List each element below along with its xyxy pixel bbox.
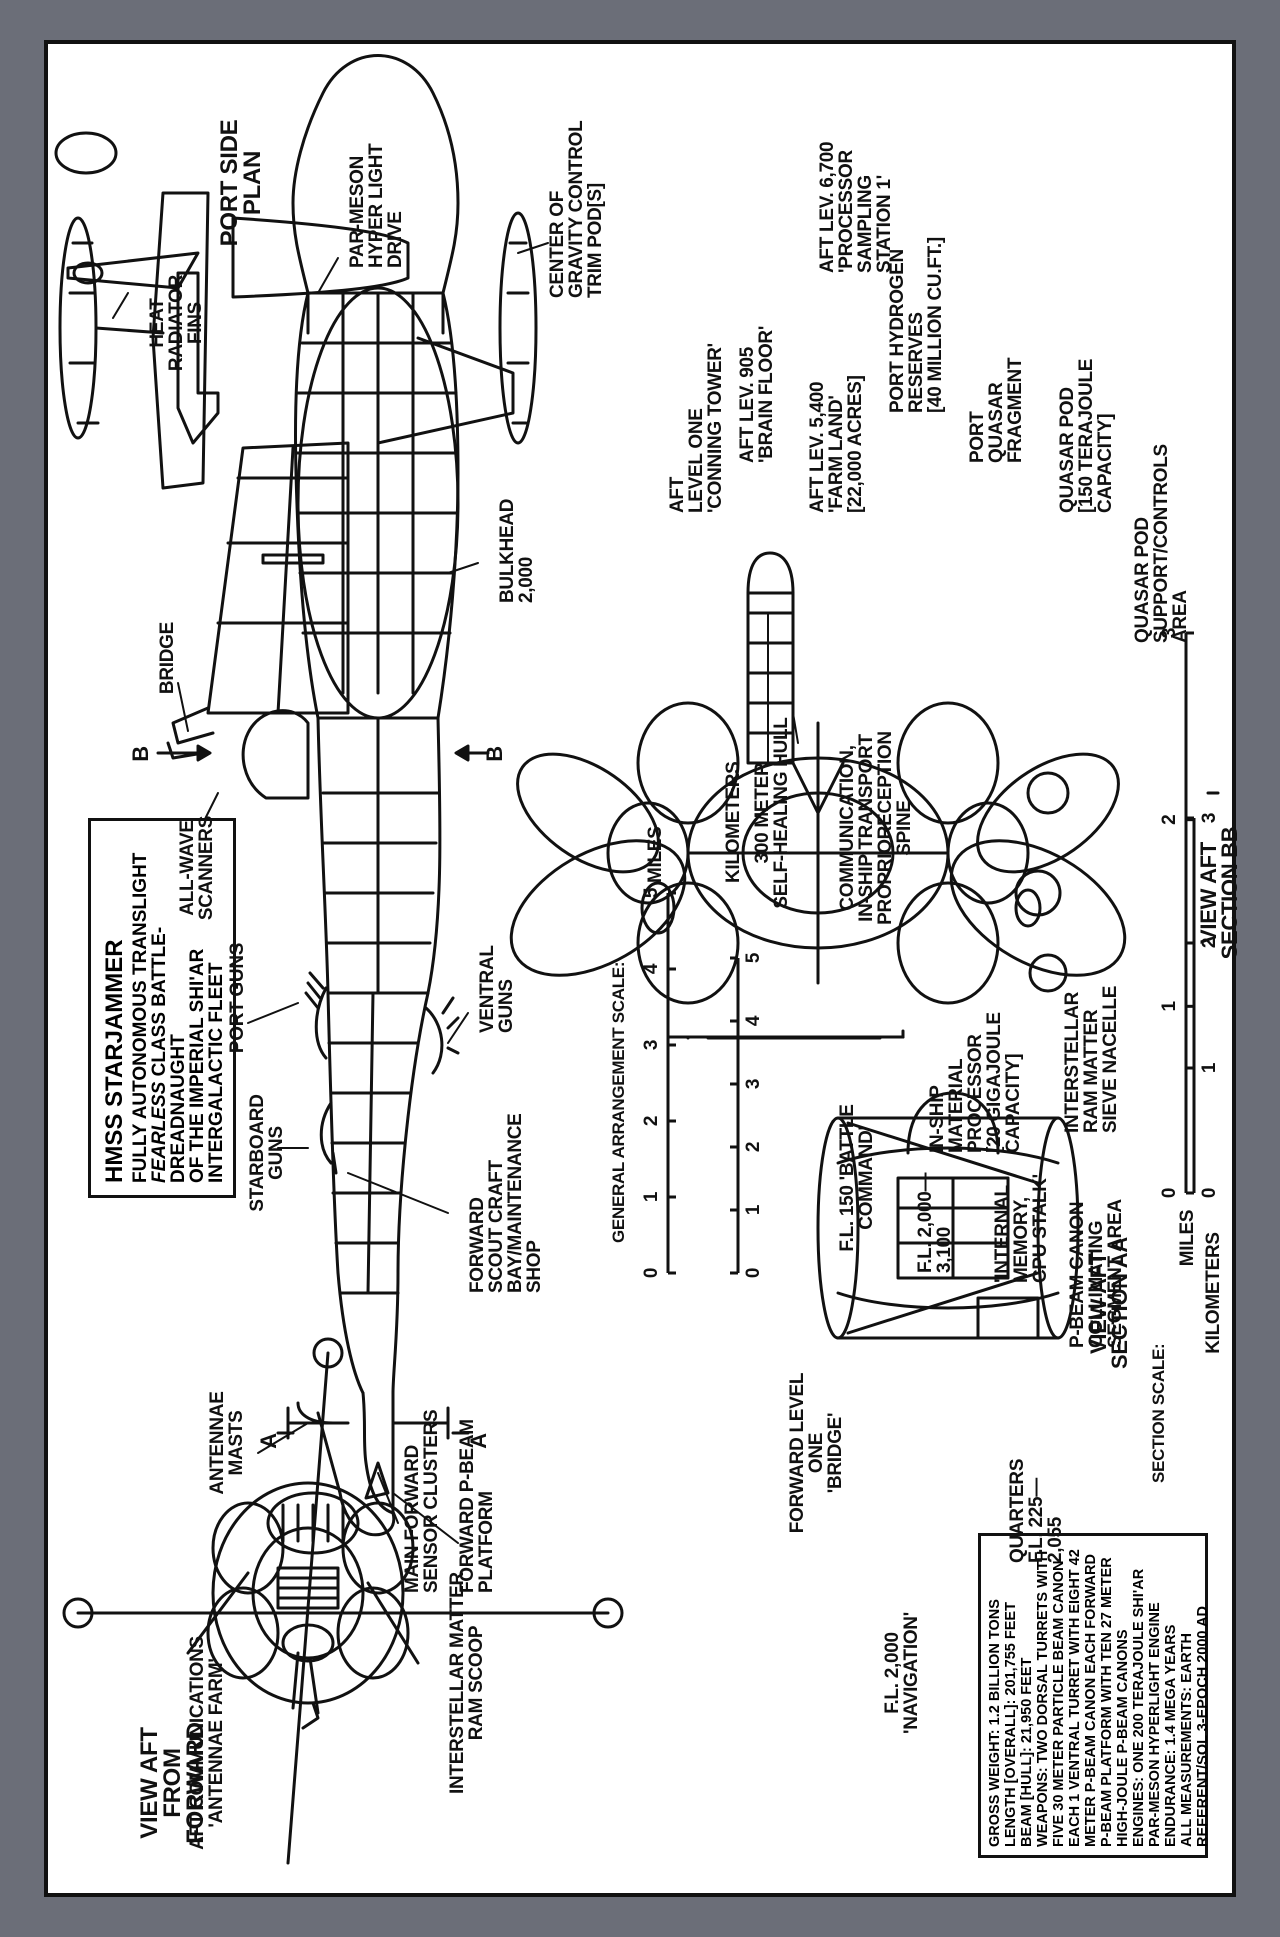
view-aft-from-forward-drawing xyxy=(62,1337,624,1865)
scale-tick-label: 5 xyxy=(743,952,764,964)
port-side-plan-drawing xyxy=(54,54,538,1537)
scale-tick-label: 2 xyxy=(1199,937,1220,949)
scale-tick-label: 1 xyxy=(1159,1001,1180,1012)
section-bb-drawing xyxy=(509,551,1127,1005)
line-art xyxy=(54,54,1220,1865)
section-aa-drawing xyxy=(816,1091,1080,1340)
scale-tick-label: 3 xyxy=(743,1078,764,1090)
blueprint-sheet: HMSS STARJAMMER FULLY AUTONOMOUS TRANSLI… xyxy=(44,40,1242,1897)
scale-tick-label: 3 xyxy=(641,1039,662,1051)
scale-tick-label: 3 xyxy=(1199,812,1220,824)
scale-tick-label: 4 xyxy=(743,1015,764,1027)
leader-lines xyxy=(112,242,799,1544)
section-scale-title: SECTION SCALE: xyxy=(1149,1343,1168,1483)
scale-tick-label: 0 xyxy=(1159,1187,1180,1199)
scale-tick-label: 1 xyxy=(743,1204,764,1216)
scale-tick-label: 1 xyxy=(641,1191,662,1203)
scale-bars-svg xyxy=(666,631,1196,1275)
scale-tick-label: 0 xyxy=(1199,1187,1220,1199)
scale-tick-label: 2 xyxy=(743,1141,764,1153)
scale-tick-label: 2 xyxy=(641,1115,662,1127)
rotated-drawing: HMSS STARJAMMER FULLY AUTONOMOUS TRANSLI… xyxy=(48,44,1242,1893)
scale-tick-label: 2 xyxy=(1159,814,1180,825)
section-km-label: KILOMETERS xyxy=(1203,1232,1224,1354)
scale-tick-label: 5 xyxy=(641,887,662,899)
scale-tick-label: 3 xyxy=(1159,627,1180,639)
general-miles-bar xyxy=(666,891,676,1275)
general-km-bar xyxy=(730,956,740,1275)
section-miles-label: MILES xyxy=(1177,1209,1198,1267)
scale-tick-label: 1 xyxy=(1199,1062,1220,1074)
section-arrows xyxy=(156,744,490,762)
section-km-bar xyxy=(1186,816,1196,1195)
scale-tick-label: 0 xyxy=(641,1267,662,1279)
scale-tick-label: 4 xyxy=(641,963,662,975)
general-scale-lines xyxy=(686,1035,905,1040)
scale-tick-label: 0 xyxy=(743,1267,764,1279)
